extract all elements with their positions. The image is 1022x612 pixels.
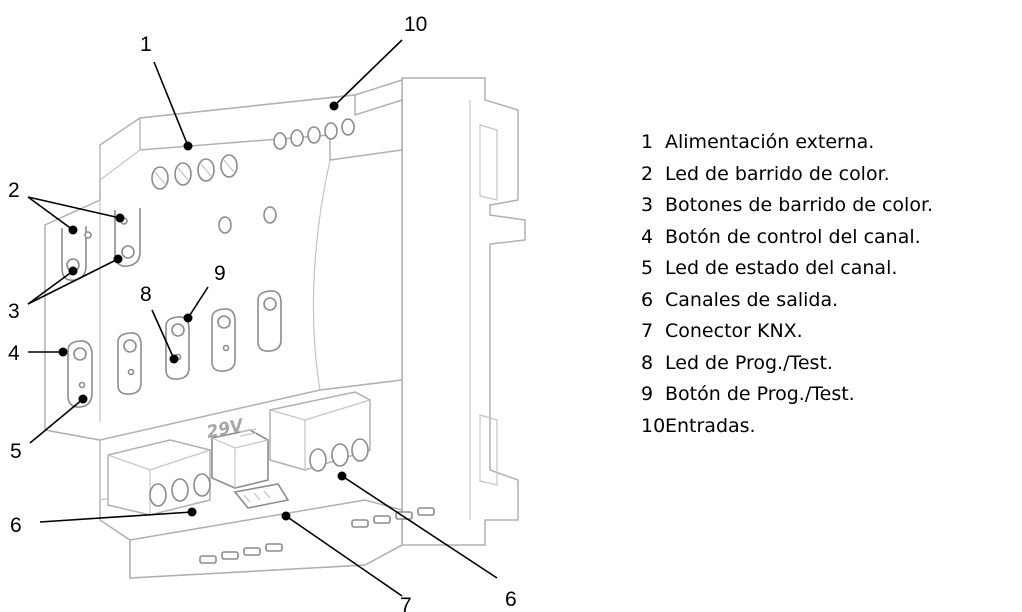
legend-item-text: Botón de Prog./Test. (665, 383, 855, 405)
legend-item-number: 1 (641, 131, 654, 153)
legend-item-text: Canales de salida. (665, 288, 839, 311)
callout-8: 8 (140, 283, 152, 306)
left-output-screws (149, 473, 211, 507)
callout-2: 2 (8, 179, 20, 202)
callout-4: 4 (8, 342, 20, 365)
callout-1: 1 (140, 33, 152, 56)
right-output-screws (309, 438, 369, 472)
callout-leaders (27, 39, 498, 597)
callout-numbers: 1 10 2 3 4 5 8 9 6 6 7 (8, 13, 517, 612)
device-diagram: 29V (8, 13, 526, 612)
legend-item: 3 Botones de barrido de color. (641, 190, 933, 222)
legend-item-text: Led de Prog./Test. (665, 351, 833, 374)
legend-item: 7 Conector KNX. (641, 316, 933, 348)
legend-item: 4 Botón de control del canal. (641, 222, 933, 254)
legend-item-number: 10 (641, 414, 666, 437)
legend-item: 6 Canales de salida. (641, 285, 933, 317)
legend-item: 1 Alimentación externa. (641, 127, 933, 159)
legend-item-number: 6 (641, 288, 654, 311)
legend-item-number: 4 (641, 225, 654, 248)
legend-item: 2 Led de barrido de color. (641, 159, 933, 191)
legend-item-text: Botón de control del canal. (665, 225, 921, 248)
callout-9: 9 (214, 262, 226, 285)
input-terminal-screws (273, 118, 355, 150)
power-terminal-screws (151, 154, 238, 190)
device-illustration: 29V (44, 77, 526, 579)
legend-item-text: Led de barrido de color. (665, 162, 890, 185)
callout-3: 3 (8, 300, 20, 323)
bottom-vent-slots (199, 507, 435, 564)
legend-item-text: Led de estado del canal. (665, 257, 898, 279)
legend-item: 9 Botón de Prog./Test. (641, 379, 933, 411)
callout-7: 7 (400, 594, 412, 612)
knx-connector-shape (211, 429, 290, 509)
legend-item-text: Alimentación externa. (665, 131, 875, 153)
callout-6-left: 6 (10, 514, 22, 537)
legend-item-text: Botones de barrido de color. (665, 194, 934, 216)
legend-item-text: Conector KNX. (665, 320, 803, 342)
callout-6-right: 6 (505, 588, 517, 611)
callout-5: 5 (10, 440, 22, 463)
legend-item-text: Entradas. (665, 414, 756, 437)
legend-item-number: 5 (641, 257, 654, 279)
legend-item-number: 8 (641, 351, 654, 374)
channel-buttons (67, 290, 282, 408)
legend-item-number: 9 (641, 383, 654, 405)
legend-item-number: 3 (641, 194, 654, 216)
legend-list: 1 Alimentación externa. 2 Led de barrido d… (641, 127, 933, 442)
legend-item: 5 Led de estado del canal. (641, 253, 933, 285)
legend-item: 8 Led de Prog./Test. (641, 348, 933, 380)
callout-10: 10 (404, 13, 427, 36)
legend-item-number: 7 (641, 320, 654, 342)
legend-item-number: 2 (641, 162, 654, 185)
